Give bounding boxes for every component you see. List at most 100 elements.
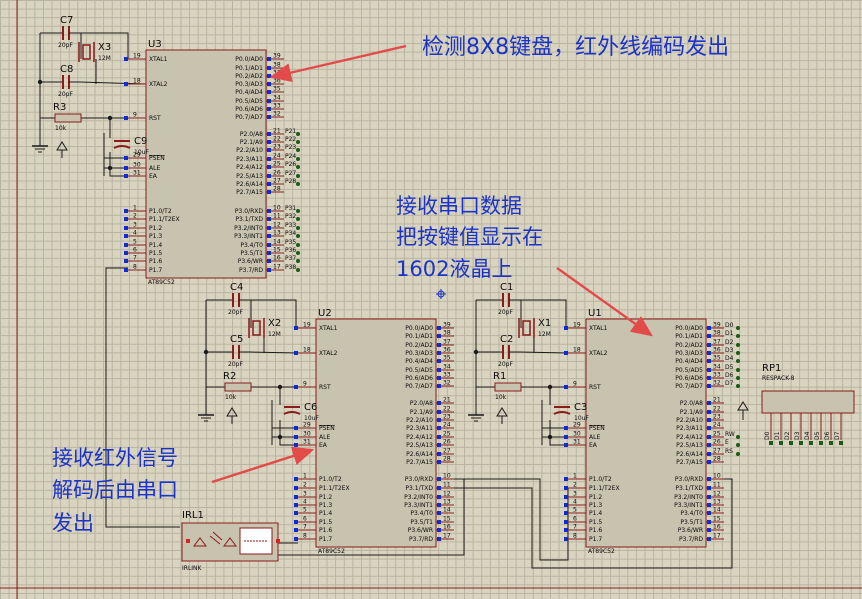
pin-number: 6 — [573, 516, 577, 523]
pin-number: 39 — [713, 322, 721, 329]
net-label: D2 — [725, 339, 734, 346]
pin-label: P1.6 — [149, 258, 162, 265]
pin-marker — [564, 520, 568, 524]
pin-marker — [437, 368, 441, 372]
pin-number: 31 — [573, 439, 581, 446]
pin-number: 3 — [303, 491, 307, 498]
pin-marker — [564, 435, 568, 439]
arrow-to-u2 — [211, 446, 315, 484]
pin-marker — [707, 477, 711, 481]
component-ref: C9 — [134, 136, 147, 147]
pin-label: P3.7/RD — [409, 536, 433, 543]
pin-label: P2.6/A14 — [676, 451, 703, 458]
net-terminal — [296, 268, 300, 272]
pin-label: P0.7/AD7 — [675, 383, 703, 390]
pin-number: 38 — [443, 330, 451, 337]
pin-label: P2.5/A13 — [406, 442, 433, 449]
pin-marker — [564, 528, 568, 532]
pin-label: P1.6 — [319, 527, 332, 534]
pin-number: 33 — [713, 372, 721, 379]
pin-number: 8 — [573, 533, 577, 540]
pin-label: P1.0/T2 — [319, 476, 342, 483]
pin-marker — [267, 182, 271, 186]
pin-number: 7 — [573, 524, 577, 531]
pin-marker — [267, 190, 271, 194]
pin-label: P2.3/A11 — [236, 156, 263, 163]
annotation-top-right: 检测8X8键盘，红外线编码发出 — [422, 35, 729, 60]
pin-marker — [124, 116, 128, 120]
pin-marker — [294, 486, 298, 490]
component-value: 10uF — [574, 415, 589, 422]
pin-label: P2.5/A13 — [676, 442, 703, 449]
pin-marker — [437, 418, 441, 422]
pin-marker — [294, 520, 298, 524]
arrow-to-u3 — [269, 44, 407, 83]
pin-marker — [294, 443, 298, 447]
pin-number: 25 — [443, 431, 451, 438]
net-terminal — [736, 351, 740, 355]
pin-marker — [564, 426, 568, 430]
pin-number: 34 — [273, 95, 281, 102]
pin-label: P3.4/T0 — [240, 242, 263, 249]
pin-marker — [707, 410, 711, 414]
pin-number: 31 — [303, 439, 311, 446]
pin-label: P0.4/AD4 — [405, 358, 433, 365]
arrow-to-u1 — [556, 267, 653, 337]
pin-label: P2.5/A13 — [236, 173, 263, 180]
pin-number: 10 — [713, 473, 721, 480]
pin-label: P3.1/TXD — [405, 485, 433, 492]
pin-number: 23 — [713, 414, 721, 421]
net-label: P22 — [285, 136, 296, 143]
pin-number: 9 — [133, 112, 137, 119]
pin-marker — [707, 528, 711, 532]
component-ref: R1 — [493, 371, 506, 382]
pin-number: 1 — [303, 473, 307, 480]
capacitor-c8[interactable]: C8 20pF — [52, 64, 80, 98]
component-value: 12M — [268, 331, 281, 338]
component-ref: C8 — [60, 64, 73, 75]
pin-label: P3.3/INT1 — [234, 233, 263, 240]
net-terminal — [296, 174, 300, 178]
component-ref: C5 — [230, 334, 243, 345]
pin-number: 18 — [573, 347, 581, 354]
component-ref: C7 — [60, 15, 73, 26]
pin-label: P0.3/AD3 — [675, 350, 703, 357]
component-value: 20pF — [58, 91, 73, 98]
pin-marker — [707, 384, 711, 388]
pin-label: P3.0/RXD — [405, 476, 433, 483]
pin-marker — [437, 443, 441, 447]
pin-label: P1.3 — [319, 502, 332, 509]
pin-number: 7 — [303, 524, 307, 531]
pin-number: 25 — [273, 161, 281, 168]
pin-label: P0.7/AD7 — [235, 114, 263, 121]
pin-marker — [437, 384, 441, 388]
ground-symbol — [32, 136, 48, 153]
net-label: P33 — [285, 222, 296, 229]
net-label: P35 — [285, 239, 296, 246]
component-ref: IRL1 — [182, 510, 204, 521]
pin-label: P0.6/AD6 — [235, 106, 263, 113]
pin-number: 17 — [713, 533, 721, 540]
pin-label: P3.0/RXD — [235, 208, 263, 215]
